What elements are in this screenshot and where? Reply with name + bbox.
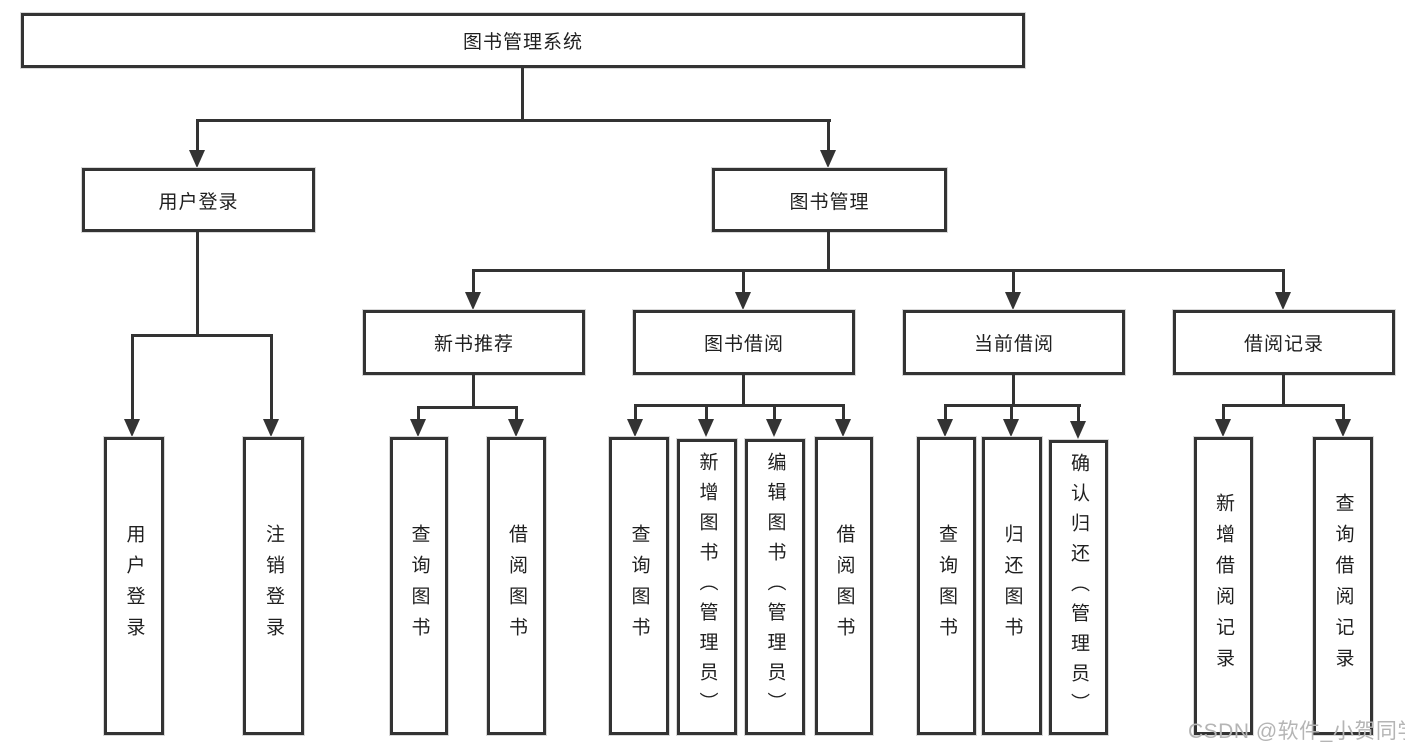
arrow-down-icon (124, 419, 140, 437)
leaf-confirm-return-admin: 确认归还（管理员） (1049, 440, 1108, 735)
leaf-label: 借阅图书 (506, 524, 527, 648)
arrow-down-icon (937, 419, 953, 437)
leaf-label: 确认归还（管理员） (1068, 452, 1089, 723)
connector-line-vertical (196, 232, 199, 337)
connector-line-vertical (1012, 375, 1015, 407)
arrow-down-icon (698, 419, 714, 437)
arrow-down-icon (465, 292, 481, 310)
connector-line-vertical (1282, 375, 1285, 407)
leaf-query-books: 查询图书 (917, 437, 976, 735)
node-book-borrowing: 图书借阅 (633, 310, 855, 375)
connector-line-horizontal (472, 269, 1285, 272)
leaf-query-books: 查询图书 (390, 437, 448, 735)
arrow-down-icon (1070, 421, 1086, 439)
connector-line-vertical (827, 232, 830, 272)
leaf-add-books-admin: 新增图书（管理员） (677, 439, 737, 735)
connector-line-horizontal (197, 119, 831, 122)
connector-line-vertical (1077, 404, 1080, 421)
connector-line-horizontal (1222, 404, 1345, 407)
connector-line-vertical (634, 404, 637, 421)
arrow-down-icon (1275, 292, 1291, 310)
connector-line-vertical (472, 269, 475, 295)
leaf-edit-books-admin: 编辑图书（管理员） (745, 439, 805, 735)
leaf-label: 查询图书 (408, 524, 430, 648)
node-user-login: 用户登录 (82, 168, 315, 232)
leaf-label: 编辑图书（管理员） (764, 452, 786, 722)
node-library-management-system: 图书管理系统 (21, 13, 1025, 68)
leaf-label: 借阅图书 (833, 524, 855, 648)
arrow-down-icon (835, 419, 851, 437)
connector-line-horizontal (131, 334, 273, 337)
arrow-down-icon (1003, 419, 1019, 437)
connector-line-vertical (773, 404, 776, 421)
connector-line-vertical (742, 269, 745, 295)
connector-line-vertical (1282, 269, 1285, 295)
arrow-down-icon (263, 419, 279, 437)
leaf-return-books: 归还图书 (982, 437, 1042, 735)
leaf-label: 用户登录 (123, 524, 145, 648)
node-current-borrowing: 当前借阅 (903, 310, 1125, 375)
connector-line-vertical (417, 406, 420, 421)
connector-line-vertical (742, 375, 745, 407)
connector-line-vertical (944, 404, 947, 421)
arrow-down-icon (508, 419, 524, 437)
connector-line-vertical (1342, 404, 1345, 421)
leaf-label: 新增借阅记录 (1213, 493, 1234, 679)
connector-line-horizontal (417, 406, 518, 409)
node-borrowing-records: 借阅记录 (1173, 310, 1395, 375)
connector-line-vertical (827, 119, 830, 153)
leaf-query-borrow-record: 查询借阅记录 (1313, 437, 1373, 735)
arrow-down-icon (627, 419, 643, 437)
leaf-label: 查询图书 (936, 524, 957, 648)
leaf-borrow-books: 借阅图书 (815, 437, 873, 735)
leaf-add-borrow-record: 新增借阅记录 (1194, 437, 1253, 735)
csdn-watermark: CSDN @软件_小贺同学 (1188, 720, 1405, 743)
arrow-down-icon (820, 150, 836, 168)
leaf-borrow-books: 借阅图书 (487, 437, 546, 735)
connector-line-vertical (472, 375, 475, 409)
connector-line-vertical (270, 334, 273, 421)
leaf-label: 注销登录 (263, 524, 284, 648)
connector-line-vertical (1012, 269, 1015, 295)
connector-line-vertical (196, 119, 199, 153)
connector-line-vertical (515, 406, 518, 421)
connector-line-vertical (705, 404, 708, 421)
leaf-label: 查询借阅记录 (1332, 493, 1354, 679)
leaf-logout: 注销登录 (243, 437, 304, 735)
leaf-label: 新增图书（管理员） (696, 452, 718, 722)
connector-line-vertical (131, 334, 134, 421)
leaf-label: 归还图书 (1001, 524, 1023, 648)
arrow-down-icon (1215, 419, 1231, 437)
connector-line-vertical (1222, 404, 1225, 421)
arrow-down-icon (1005, 292, 1021, 310)
arrow-down-icon (766, 419, 782, 437)
node-new-book-recommendation: 新书推荐 (363, 310, 585, 375)
arrow-down-icon (735, 292, 751, 310)
arrow-down-icon (1335, 419, 1351, 437)
connector-line-vertical (521, 68, 524, 121)
connector-line-vertical (1010, 404, 1013, 421)
leaf-user-login: 用户登录 (104, 437, 164, 735)
connector-line-vertical (842, 404, 845, 421)
connector-line-horizontal (634, 404, 845, 407)
arrow-down-icon (410, 419, 426, 437)
leaf-query-books: 查询图书 (609, 437, 669, 735)
arrow-down-icon (189, 150, 205, 168)
node-book-management: 图书管理 (712, 168, 947, 232)
leaf-label: 查询图书 (628, 524, 650, 648)
